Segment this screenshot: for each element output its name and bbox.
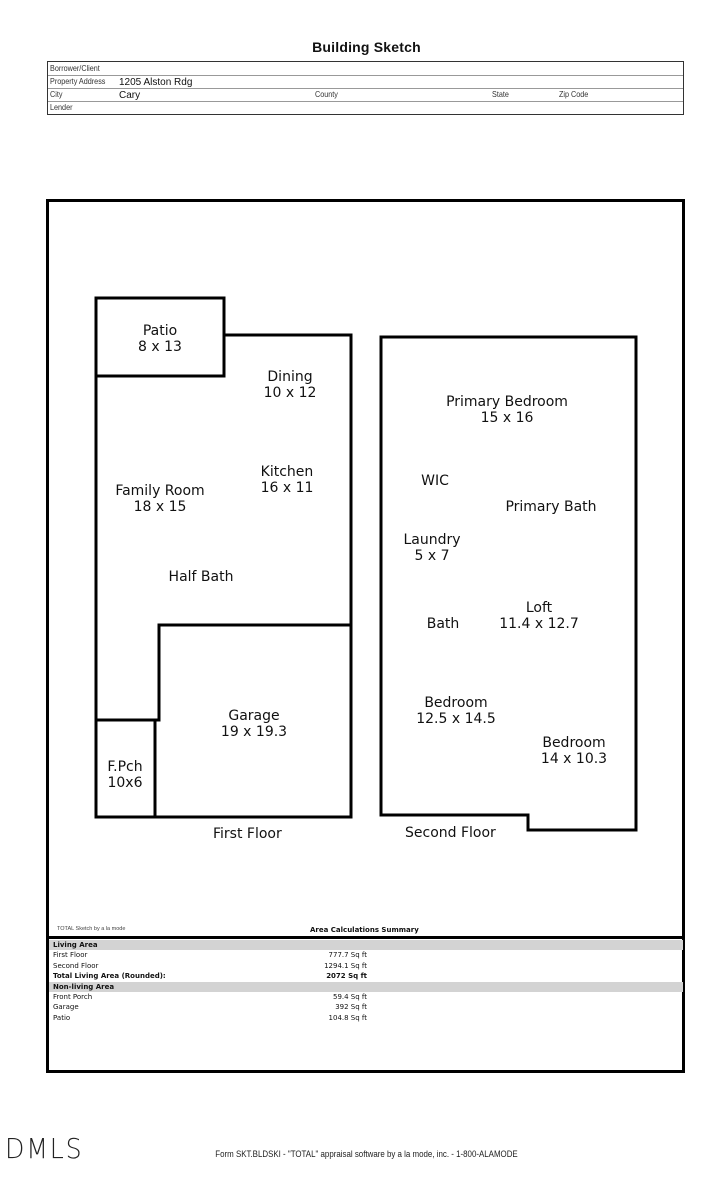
- zip-label: Zip Code: [559, 89, 589, 99]
- lender-label: Lender: [50, 102, 73, 112]
- room-name: F.Pch: [107, 759, 143, 775]
- room-name: Patio: [142, 323, 178, 339]
- room-dims: 12.5 x 14.5: [416, 711, 496, 727]
- room-name: Garage: [228, 708, 280, 724]
- room-garage: Garage 19 x 19.3: [221, 708, 287, 740]
- section-label: Non-living Area: [53, 982, 115, 991]
- room-name: Primary Bath: [505, 499, 597, 515]
- lender-row: Lender: [48, 101, 683, 114]
- row-value: 2072 Sq ft: [326, 972, 367, 981]
- room-name: Bath: [426, 616, 460, 632]
- total-living-row: Total Living Area (Rounded): 2072 Sq ft: [49, 971, 683, 981]
- room-wic: WIC: [421, 473, 449, 489]
- room-dims: 14 x 10.3: [540, 751, 608, 767]
- nonliving-area-header: Non-living Area: [49, 981, 683, 992]
- row-value: 104.8 Sq ft: [328, 1013, 367, 1022]
- room-name: Bedroom: [424, 695, 488, 711]
- room-kitchen: Kitchen 16 x 11: [261, 464, 314, 496]
- room-primary-bedroom: Primary Bedroom 15 x 16: [446, 394, 568, 426]
- room-name: Family Room: [115, 483, 205, 499]
- room-name: Primary Bedroom: [446, 394, 568, 410]
- row-value: 777.7 Sq ft: [328, 951, 367, 960]
- row-label: Patio: [53, 1013, 71, 1022]
- city-value: Cary: [119, 90, 141, 101]
- row-label: Total Living Area (Rounded):: [53, 972, 166, 981]
- room-name: Dining: [267, 369, 313, 385]
- room-dims: 10x6: [107, 775, 143, 791]
- city-label: City: [50, 89, 63, 99]
- city-row: City Cary County State Zip Code: [48, 88, 683, 102]
- first-floor-label: First Floor: [213, 826, 282, 842]
- room-dims: 11.4 x 12.7: [499, 616, 579, 632]
- address-row: Property Address 1205 Alston Rdg: [48, 75, 683, 89]
- summary-row: Front Porch 59.4 Sq ft: [49, 992, 683, 1002]
- summary-row: Patio 104.8 Sq ft: [49, 1013, 683, 1023]
- summary-row: Second Floor 1294.1 Sq ft: [49, 961, 683, 971]
- room-name: Laundry: [403, 532, 461, 548]
- room-loft: Loft 11.4 x 12.7: [499, 600, 579, 632]
- room-bedroom-3: Bedroom 14 x 10.3: [541, 735, 607, 767]
- room-half-bath: Half Bath: [169, 569, 234, 585]
- room-dims: 8 x 13: [138, 339, 182, 355]
- room-primary-bath: Primary Bath: [505, 499, 596, 515]
- room-front-porch: F.Pch 10x6: [107, 759, 142, 791]
- state-label: State: [492, 89, 509, 99]
- row-value: 59.4 Sq ft: [332, 992, 367, 1001]
- row-label: First Floor: [53, 951, 88, 960]
- room-name: WIC: [421, 473, 449, 489]
- address-label: Property Address: [50, 76, 106, 86]
- room-dims: 5 x 7: [414, 548, 450, 564]
- room-name: Bedroom: [542, 735, 606, 751]
- room-name: Half Bath: [168, 569, 234, 585]
- area-summary-table: Living Area First Floor 777.7 Sq ft Seco…: [49, 936, 683, 1023]
- room-laundry: Laundry 5 x 7: [403, 532, 460, 564]
- county-label: County: [315, 89, 338, 99]
- address-value: 1205 Alston Rdg: [119, 77, 193, 88]
- room-patio: Patio 8 x 13: [138, 323, 182, 355]
- patio-divider: [96, 298, 226, 378]
- dmls-logo: DMLS: [5, 1132, 84, 1165]
- room-bath: Bath: [427, 616, 460, 632]
- form-footer-text: Form SKT.BLDSKI - "TOTAL" appraisal soft…: [215, 1149, 518, 1159]
- row-label: Garage: [53, 1003, 79, 1012]
- room-dining: Dining 10 x 12: [264, 369, 317, 401]
- room-dims: 18 x 15: [133, 499, 187, 515]
- section-label: Living Area: [53, 941, 98, 949]
- sketch-frame: [46, 199, 685, 1073]
- borrower-row: Borrower/Client: [48, 62, 683, 76]
- second-floor-outline: [379, 335, 638, 832]
- row-value: 1294.1 Sq ft: [324, 961, 367, 970]
- page-title: Building Sketch: [312, 39, 421, 55]
- room-dims: 19 x 19.3: [220, 724, 288, 740]
- room-bedroom-2: Bedroom 12.5 x 14.5: [416, 695, 496, 727]
- row-value: 392 Sq ft: [335, 1003, 367, 1012]
- second-floor-label: Second Floor: [405, 825, 496, 841]
- borrower-label: Borrower/Client: [50, 63, 100, 73]
- summary-row: First Floor 777.7 Sq ft: [49, 950, 683, 960]
- row-label: Second Floor: [53, 961, 99, 970]
- room-family-room: Family Room 18 x 15: [115, 483, 204, 515]
- property-info-table: Borrower/Client Property Address 1205 Al…: [47, 61, 684, 115]
- room-name: Kitchen: [260, 464, 314, 480]
- room-dims: 10 x 12: [263, 385, 317, 401]
- summary-row: Garage 392 Sq ft: [49, 1002, 683, 1012]
- sketch-credit: TOTAL Sketch by a la mode: [57, 926, 126, 932]
- summary-title: Area Calculations Summary: [310, 926, 419, 934]
- room-name: Loft: [525, 600, 553, 616]
- living-area-header: Living Area: [49, 940, 683, 951]
- room-dims: 16 x 11: [260, 480, 314, 496]
- row-label: Front Porch: [53, 992, 93, 1001]
- room-dims: 15 x 16: [480, 410, 534, 426]
